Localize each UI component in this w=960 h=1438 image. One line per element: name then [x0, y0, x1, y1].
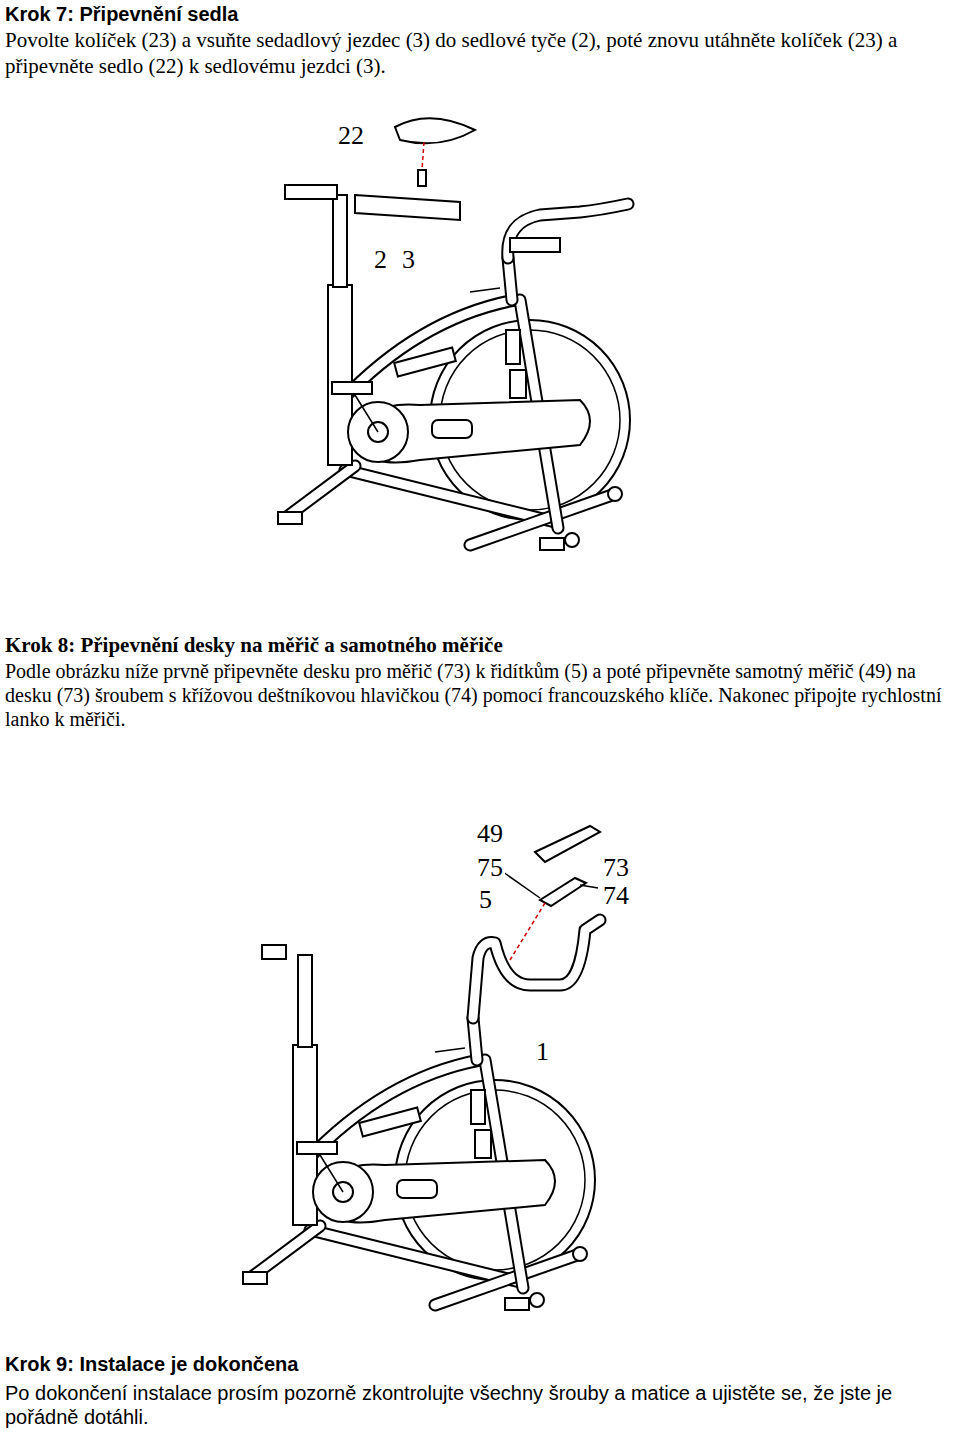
step-heading: Krok 7: Připevnění sedla: [5, 2, 955, 26]
seat-slider: [355, 195, 460, 220]
callout-number: 75: [475, 852, 505, 884]
assembly-line: [422, 142, 424, 170]
slider-clamp: [418, 170, 426, 186]
seat: [395, 118, 475, 143]
handlebar-inner: [473, 920, 600, 1018]
bike-step8: [243, 955, 595, 1310]
meter: [535, 826, 600, 862]
seat-post-top: [285, 185, 337, 199]
bike-step7: [278, 195, 630, 550]
callout-number: 2: [372, 244, 389, 276]
handlebar: [473, 920, 600, 1018]
step-heading: Krok 9: Instalace je dokončena: [5, 1352, 955, 1376]
meter-mount: [510, 238, 560, 252]
step-heading: Krok 8: Připevnění desky na měřič a samo…: [5, 632, 955, 658]
seat-post-top: [262, 945, 286, 959]
handlebar: [508, 204, 628, 258]
callout-number: 22: [336, 120, 366, 152]
handlebar-inner: [508, 204, 628, 258]
leader-line: [580, 885, 598, 888]
callout-number: 49: [475, 818, 505, 850]
callout-number: 5: [477, 884, 494, 916]
callout-number: 3: [400, 244, 417, 276]
step-text: Po dokončení instalace prosím pozorně zk…: [5, 1381, 955, 1429]
step-text: Povolte kolíček (23) a vsuňte sedadlový …: [5, 27, 955, 79]
callout-number: 1: [534, 1036, 551, 1068]
callout-number: 74: [601, 880, 631, 912]
leader-line: [503, 872, 540, 898]
step-text: Podle obrázku níže prvně připevněte desk…: [5, 659, 955, 731]
meter-plate: [540, 878, 586, 906]
assembly-line: [510, 903, 545, 960]
